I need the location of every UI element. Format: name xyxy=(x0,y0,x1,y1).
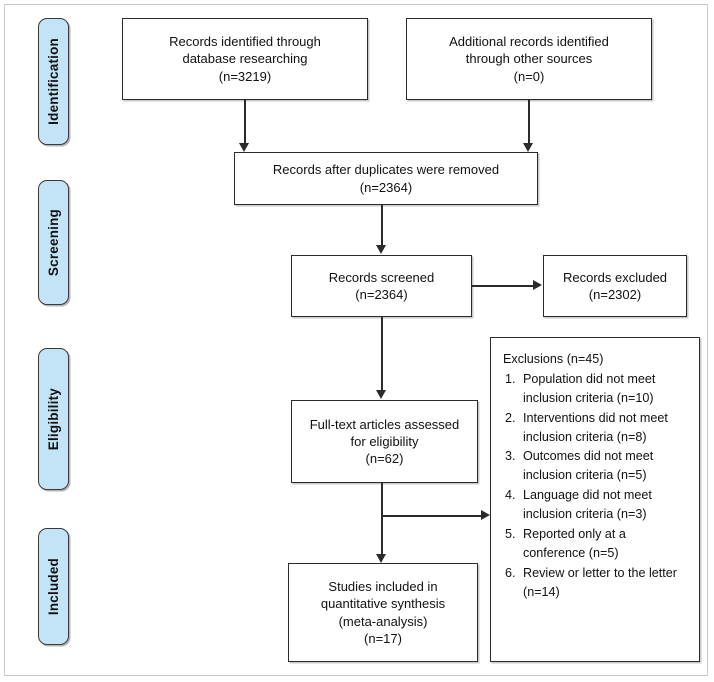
exclusion-item-text: Outcomes did not meet inclusion criteria… xyxy=(523,449,654,483)
exclusion-item-text: Reported only at a conference (n=5) xyxy=(523,527,626,560)
exclusion-item-number: 2. xyxy=(505,410,516,425)
arrowhead-duplicates-to-screened xyxy=(376,245,386,254)
connector-screened-to-excluded xyxy=(472,285,534,287)
exclusion-item: 5. Reported only at a conference (n=5) xyxy=(503,525,691,563)
exclusion-item: 3. Outcomes did not meet inclusion crite… xyxy=(503,447,691,485)
box-additional-records-text: Additional records identified through ot… xyxy=(449,34,609,84)
stage-label-included: Included xyxy=(45,557,61,616)
exclusion-item-number: 5. xyxy=(505,527,516,542)
exclusion-item: 6. Review or letter to the letter (n=14) xyxy=(503,564,691,602)
stage-pill-screening: Screening xyxy=(38,180,69,305)
box-exclusions: Exclusions (n=45) 1. Population did not … xyxy=(490,337,700,662)
stage-pill-eligibility: Eligibility xyxy=(38,348,69,490)
arrowhead-identified-to-duplicates xyxy=(239,143,249,152)
arrowhead-screened-to-fulltext xyxy=(376,390,386,399)
exclusion-item: 1. Population did not meet inclusion cri… xyxy=(503,370,691,408)
exclusion-item-number: 4. xyxy=(505,488,516,503)
exclusion-item: 2. Interventions did not meet inclusion … xyxy=(503,409,691,447)
stage-label-screening: Screening xyxy=(45,208,61,277)
exclusion-item-number: 3. xyxy=(505,449,516,464)
box-records-screened: Records screened (n=2364) xyxy=(291,255,472,317)
box-additional-records: Additional records identified through ot… xyxy=(406,18,652,100)
exclusion-item: 4. Language did not meet inclusion crite… xyxy=(503,486,691,524)
arrowhead-fulltext-to-included xyxy=(376,554,386,563)
connector-fulltext-to-exclusions xyxy=(381,515,482,517)
stage-label-identification: Identification xyxy=(45,38,61,125)
stage-pill-identification: Identification xyxy=(38,18,69,145)
exclusions-list: 1. Population did not meet inclusion cri… xyxy=(503,370,691,602)
connector-additional-to-duplicates xyxy=(528,100,530,144)
stage-pill-included: Included xyxy=(38,528,69,645)
arrowhead-screened-to-excluded xyxy=(533,280,542,290)
exclusions-title: Exclusions (n=45) xyxy=(503,352,604,366)
exclusion-item-text: Population did not meet inclusion criter… xyxy=(523,371,656,405)
box-duplicates-removed-text: Records after duplicates were removed (n… xyxy=(272,162,500,195)
box-records-excluded: Records excluded (n=2302) xyxy=(543,255,687,317)
exclusion-item-text: Language did not meet inclusion criteria… xyxy=(523,488,652,522)
exclusion-item-number: 1. xyxy=(505,371,516,386)
box-fulltext-assessed-text: Full-text articles assessed for eligibil… xyxy=(309,416,460,467)
box-studies-included-text: Studies included in quantitative synthes… xyxy=(320,579,446,646)
box-records-screened-text: Records screened (n=2364) xyxy=(328,269,435,302)
exclusion-item-text: Review or letter to the letter (n=14) xyxy=(523,565,677,599)
box-duplicates-removed: Records after duplicates were removed (n… xyxy=(234,152,538,205)
connector-identified-to-duplicates xyxy=(244,100,246,144)
box-studies-included: Studies included in quantitative synthes… xyxy=(288,563,478,662)
arrowhead-additional-to-duplicates xyxy=(523,143,533,152)
connector-fulltext-to-included xyxy=(381,483,383,555)
stage-label-eligibility: Eligibility xyxy=(45,387,61,451)
box-fulltext-assessed: Full-text articles assessed for eligibil… xyxy=(291,400,478,483)
exclusion-item-text: Interventions did not meet inclusion cri… xyxy=(523,410,668,444)
exclusion-item-number: 6. xyxy=(505,565,516,580)
box-records-identified: Records identified through database rese… xyxy=(122,18,368,100)
box-records-identified-text: Records identified through database rese… xyxy=(169,34,321,84)
arrowhead-fulltext-to-exclusions xyxy=(481,510,490,520)
box-records-excluded-text: Records excluded (n=2302) xyxy=(562,269,668,302)
connector-duplicates-to-screened xyxy=(381,205,383,246)
connector-screened-to-fulltext xyxy=(381,317,383,391)
